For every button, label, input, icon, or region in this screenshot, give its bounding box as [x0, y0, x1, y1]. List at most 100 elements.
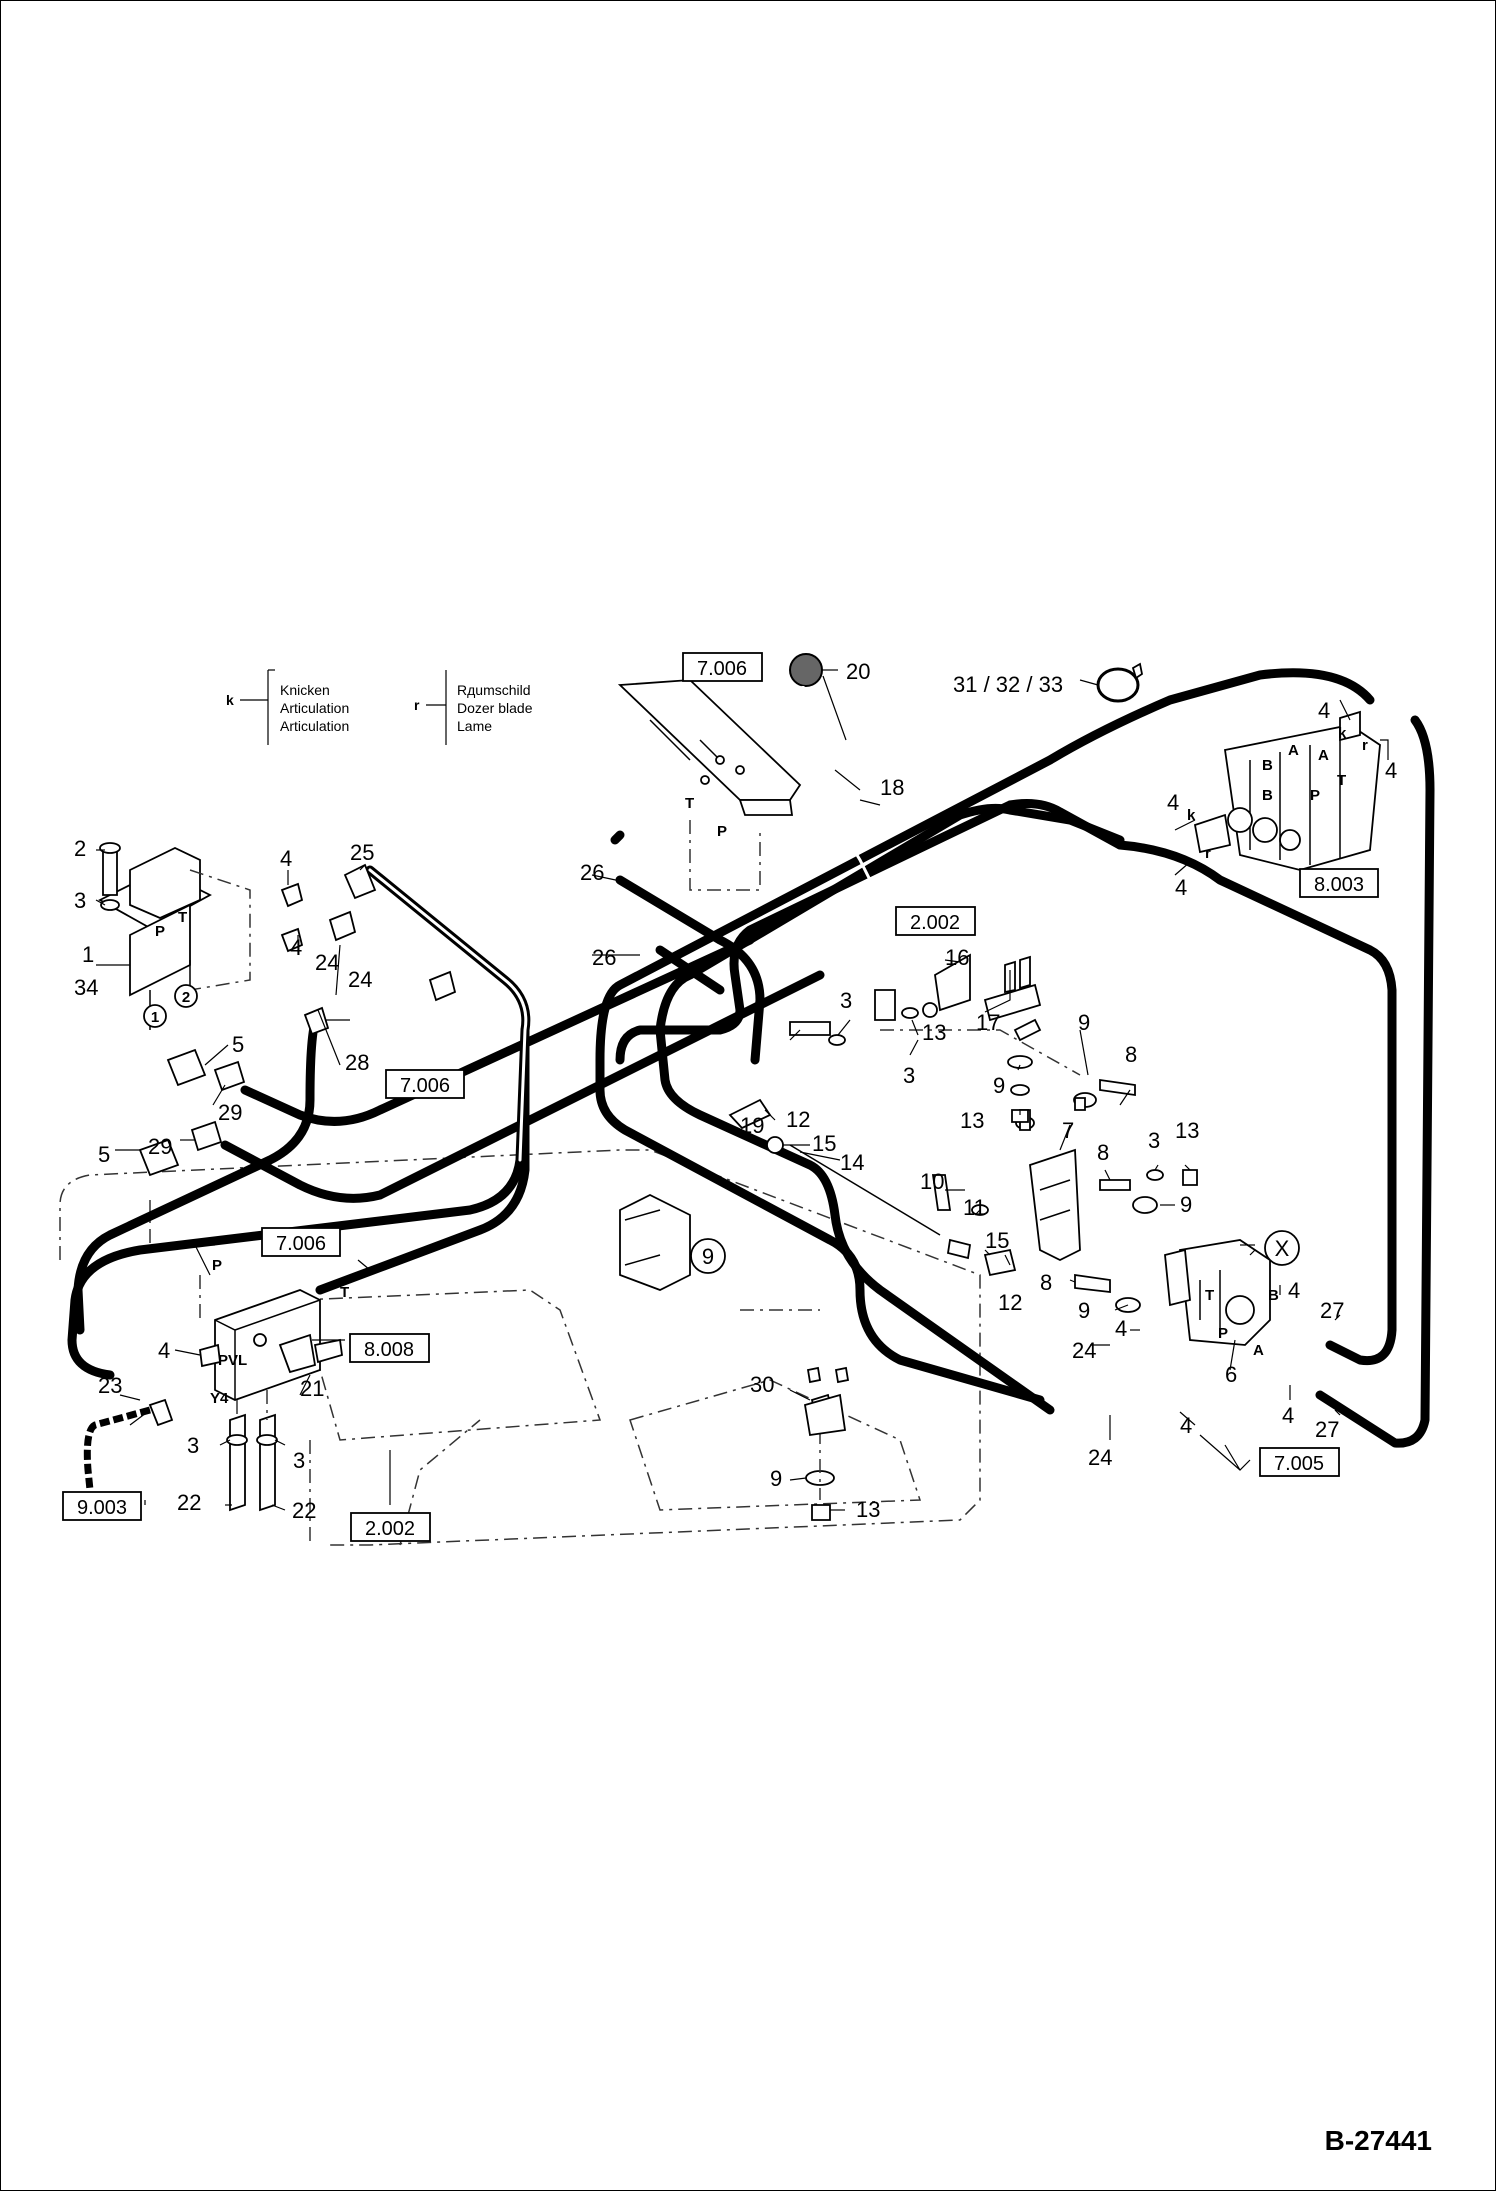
svg-text:X: X — [1275, 1236, 1290, 1261]
part-label: 27 — [1315, 1417, 1339, 1442]
part-label: 9 — [770, 1466, 782, 1491]
part-label: 22 — [177, 1490, 201, 1515]
ref-box-7006-mid[interactable]: 7.006 — [385, 1069, 465, 1099]
part-label: 13 — [1175, 1118, 1199, 1143]
part-label: 4 — [1180, 1413, 1192, 1438]
valve-block-21 — [199, 1289, 343, 1512]
circle-marker-1: 1 — [143, 1004, 167, 1028]
control-valve-block — [1193, 710, 1381, 871]
part-label: 26 — [580, 860, 604, 885]
ref-box-9003[interactable]: 9.003 — [62, 1491, 142, 1521]
part-label: 24 — [1072, 1338, 1096, 1363]
svg-text:P: P — [155, 923, 165, 940]
svg-text:T: T — [340, 1284, 349, 1301]
ref-box-2002-low[interactable]: 2.002 — [350, 1512, 431, 1542]
part-label: 3 — [840, 988, 852, 1013]
svg-text:9: 9 — [702, 1244, 714, 1269]
svg-text:7.005: 7.005 — [1274, 1453, 1324, 1475]
part-label: 3 — [903, 1063, 915, 1088]
part-label: 20 — [846, 659, 870, 684]
part-label: 5 — [98, 1142, 110, 1167]
svg-text:P: P — [717, 823, 727, 840]
svg-text:B: B — [1262, 787, 1273, 804]
svg-text:9.003: 9.003 — [77, 1497, 127, 1519]
hoses — [67, 668, 1435, 1448]
svg-text:T: T — [178, 909, 187, 926]
svg-text:P: P — [212, 1257, 222, 1274]
svg-text:8.003: 8.003 — [1314, 874, 1364, 896]
document-code: B-27441 — [1325, 2125, 1432, 2156]
svg-text:7.006: 7.006 — [400, 1075, 450, 1097]
hardware — [99, 842, 1198, 1521]
legend-r-line-3: Lame — [457, 718, 492, 734]
ref-box-8003[interactable]: 8.003 — [1299, 868, 1379, 898]
ref-box-7006-top[interactable]: 7.006 — [682, 652, 763, 682]
svg-text:2.002: 2.002 — [910, 912, 960, 934]
svg-text:k: k — [1338, 725, 1347, 742]
part-label: 23 — [98, 1373, 122, 1398]
part-label: 17 — [976, 1010, 1000, 1035]
part-label: 3 — [187, 1433, 199, 1458]
part-label: 25 — [350, 840, 374, 865]
svg-text:r: r — [1362, 737, 1368, 754]
part-label: 14 — [840, 1150, 864, 1175]
part-label: 8 — [1125, 1042, 1137, 1067]
valve-6 — [1164, 1239, 1271, 1346]
svg-text:2.002: 2.002 — [365, 1518, 415, 1540]
svg-text:k: k — [1187, 807, 1196, 824]
ref-box-8008[interactable]: 8.008 — [349, 1333, 430, 1363]
svg-text:7.006: 7.006 — [697, 658, 747, 680]
svg-text:8.008: 8.008 — [364, 1339, 414, 1361]
bracket-16-17 — [880, 953, 1081, 1076]
joystick-lever — [789, 653, 896, 1021]
ref-box-7005[interactable]: 7.005 — [1259, 1447, 1340, 1477]
part-label: 7 — [1062, 1118, 1074, 1143]
part-label: 34 — [74, 975, 98, 1000]
svg-text:2: 2 — [182, 989, 190, 1006]
switch-cable — [83, 1398, 174, 1491]
part-label: 26 — [592, 945, 616, 970]
part-label: 19 — [740, 1113, 764, 1138]
switch-bracket — [98, 846, 251, 1030]
part-label: 3 — [293, 1448, 305, 1473]
part-label: 3 — [1148, 1128, 1160, 1153]
legend-r-letter: r — [414, 697, 420, 713]
part-label: 4 — [290, 935, 302, 960]
svg-text:T: T — [685, 795, 694, 812]
part-label: 9 — [993, 1073, 1005, 1098]
part-label: 12 — [998, 1290, 1022, 1315]
part-label: 4 — [1282, 1403, 1294, 1428]
part-label: 24 — [315, 950, 339, 975]
part-label: 6 — [1225, 1362, 1237, 1387]
legend-k-line-2: Articulation — [280, 700, 349, 716]
ref-box-2002-top[interactable]: 2.002 — [895, 906, 976, 936]
part-label: 2 — [74, 836, 86, 861]
part-label: 4 — [158, 1338, 170, 1363]
svg-text:P: P — [1218, 1325, 1228, 1342]
part-label: 29 — [148, 1134, 172, 1159]
fittings — [138, 863, 457, 1177]
part-label: 5 — [232, 1032, 244, 1057]
svg-text:A: A — [1288, 742, 1299, 759]
ref-box-7006-low[interactable]: 7.006 — [261, 1227, 341, 1257]
part-label: 31 / 32 / 33 — [953, 672, 1063, 697]
svg-text:A: A — [1318, 747, 1329, 764]
part-label: 13 — [922, 1020, 946, 1045]
legend-r-line-1: Rдumschild — [457, 682, 531, 698]
svg-text:A: A — [1253, 1342, 1264, 1359]
part-label: 1 — [82, 942, 94, 967]
svg-text:P: P — [1310, 787, 1320, 804]
svg-text:7.006: 7.006 — [276, 1233, 326, 1255]
part-label: 4 — [1115, 1316, 1127, 1341]
legend-r-line-2: Dozer blade — [457, 700, 533, 716]
part-label: 15 — [985, 1228, 1009, 1253]
part-label: 4 — [1288, 1278, 1300, 1303]
part-label: 8 — [1097, 1140, 1109, 1165]
legend-k: k Knicken Articulation Articulation — [226, 669, 349, 745]
part-label: 28 — [345, 1050, 369, 1075]
part-label: 13 — [856, 1497, 880, 1522]
part-label: 10 — [920, 1169, 944, 1194]
part-label: 29 — [218, 1100, 242, 1125]
